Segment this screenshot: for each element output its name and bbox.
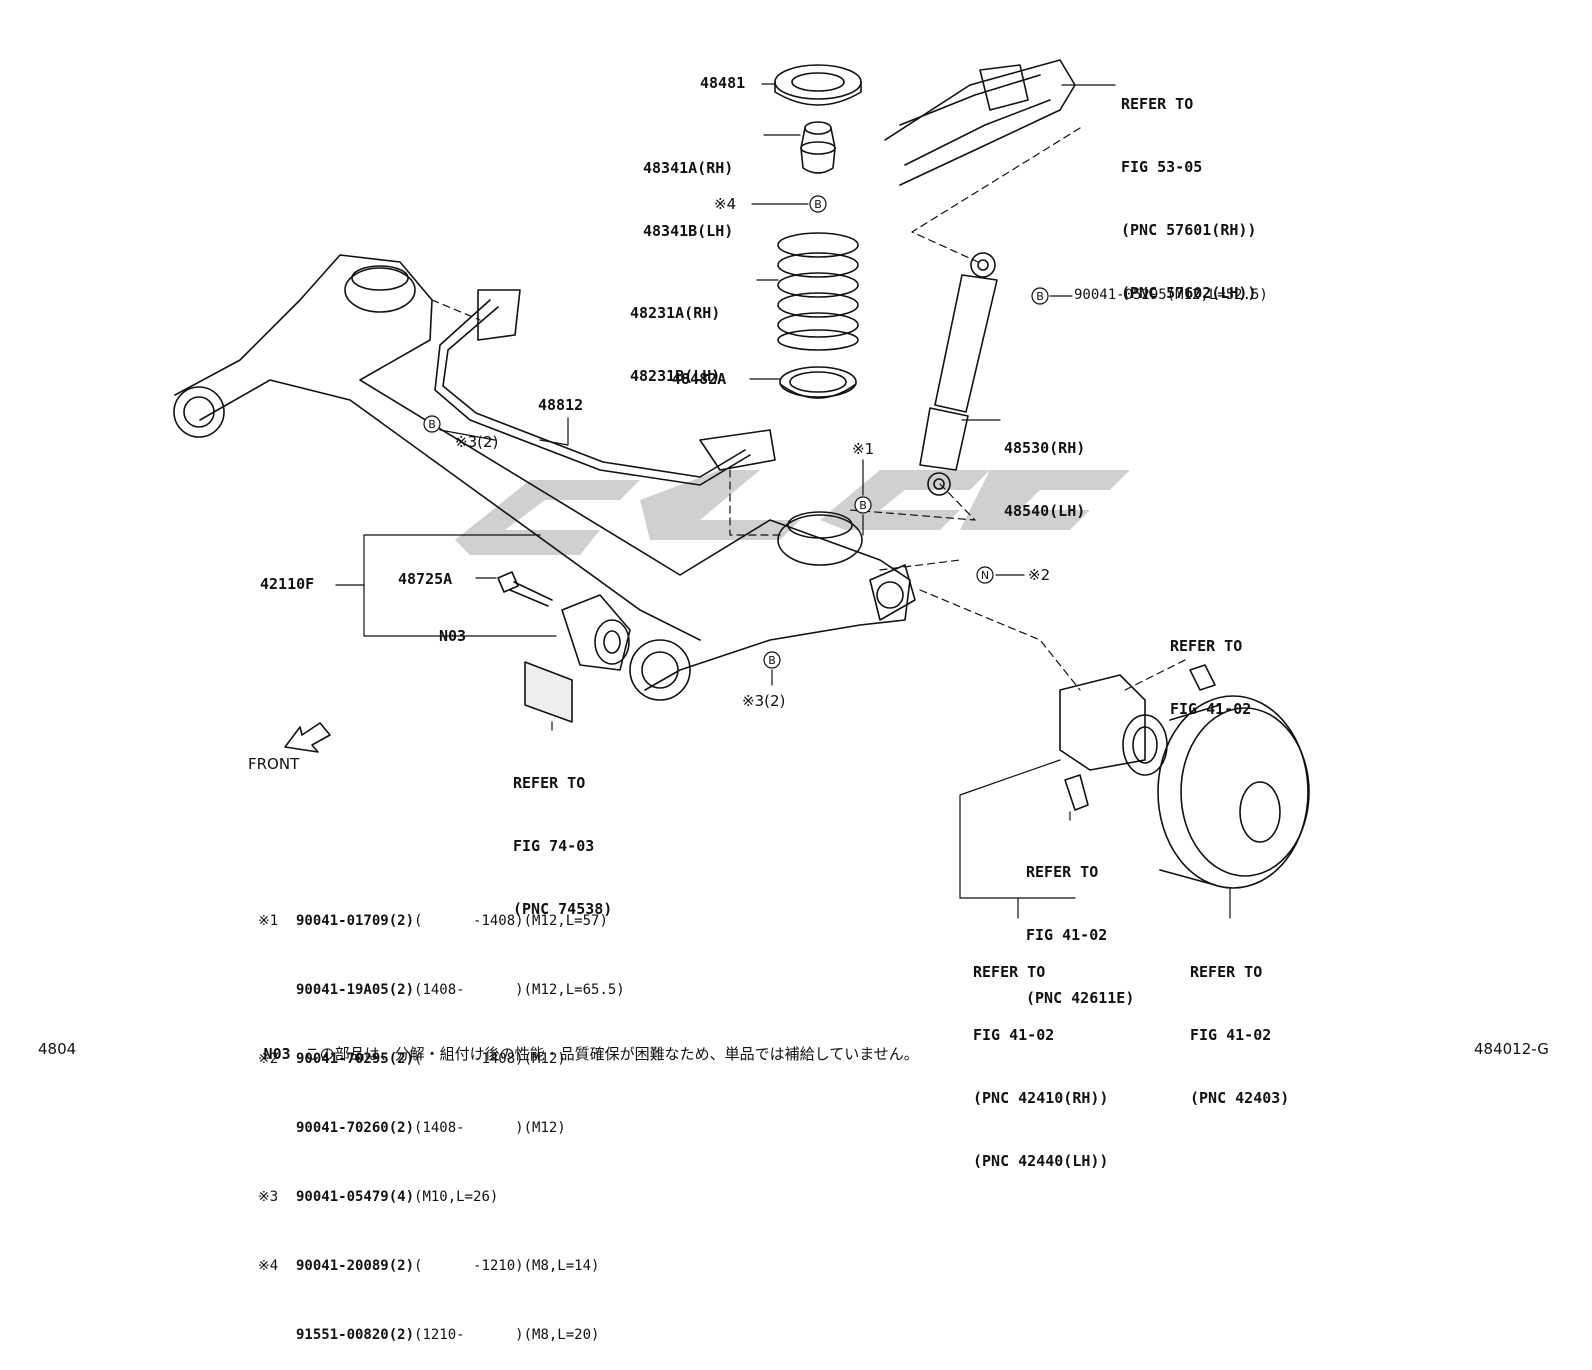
callout-b-3 [763,651,781,669]
note-row: 90041-19A05(2)(1408- )(M12,L=65.5) [296,982,625,998]
label-n03: N03 [439,627,467,645]
axle-beam [173,254,916,701]
label-48530-rh: 48530(RH) [1004,439,1086,457]
refer-fig74-l3: (PNC 74538) [513,900,613,918]
label-48341-rh: 48341A(RH) [643,159,734,177]
callout-b-1 [854,496,872,514]
coil-spring [777,232,859,351]
refer-fig41-top-l2: FIG 41-02 [1170,700,1252,718]
refer-fig41-bolt-l1: REFER TO [1026,863,1099,881]
refer-fig53-l1: REFER TO [1121,95,1194,113]
refer-fig41-drum-l2: FIG 41-02 [1190,1026,1272,1044]
n03-note: N03 この部品は、分解・組付け後の性能・品質確保が困難なため、単品では補給してい… [254,1025,919,1064]
callout-b-4-text: B [814,198,822,211]
callout-b-4 [809,195,827,213]
label-mark2: ※2 [1028,566,1051,584]
n03-code: N03 [263,1045,291,1063]
refer-fig41-bolt-l3: (PNC 42611E) [1026,989,1135,1007]
callout-b-3-text: B [768,654,776,667]
label-mark4: ※4 [714,195,737,213]
refer-fig41-hub: REFER TO FIG 41-02 (PNC 42410(RH)) (PNC … [973,920,1108,1193]
bump-stopper [800,121,836,174]
refer-fig41-hub-l4: (PNC 42440(LH)) [973,1152,1109,1170]
drum-bolt [1189,664,1216,691]
label-48231-lh: 48231B(LH) [630,367,721,385]
label-42110f: 42110F [260,575,315,593]
callout-n-2-text: N [981,569,989,582]
corner-right-code: 484012-G [1474,1040,1549,1058]
cover-plate [524,661,573,723]
bushing [561,594,631,671]
refer-fig41-top-l1: REFER TO [1170,637,1243,655]
label-48481: 48481 [700,74,746,92]
n03-text: この部品は、分解・組付け後の性能・品質確保が困難なため、単品では補給していません… [304,1045,919,1063]
refer-fig53: REFER TO FIG 53-05 (PNC 57601(RH)) (PNC … [1121,52,1256,325]
label-front: FRONT [248,755,300,773]
refer-fig41-hub-l1: REFER TO [973,963,1046,981]
label-48231: 48231A(RH) 48231B(LH) [630,261,720,408]
label-mark1: ※1 [852,440,875,458]
note-row: 90041-70260(2)(1408- )(M12) [296,1120,566,1136]
callout-circles [423,195,1049,669]
axle-hub [1059,674,1168,776]
label-48231-rh: 48231A(RH) [630,304,721,322]
lower-spring-seat [779,366,857,399]
refer-fig41-drum-l1: REFER TO [1190,963,1263,981]
hub-bolt [1064,774,1089,811]
dashed-lines [431,127,1186,691]
refer-fig41-top: REFER TO FIG 41-02 [1170,594,1251,741]
note-row: 91551-00820(2)(1210- )(M8,L=20) [296,1327,600,1343]
refer-fig74-l2: FIG 74-03 [513,837,595,855]
callout-b-stab-text: B [428,418,436,431]
label-48341: 48341A(RH) 48341B(LH) [643,116,733,263]
upper-spring-seat [774,64,862,106]
callout-n-2 [976,566,994,584]
label-48341-lh: 48341B(LH) [643,222,734,240]
body-frame [884,59,1076,186]
refer-fig53-l3: (PNC 57601(RH)) [1121,221,1257,239]
label-48725a: 48725A [398,570,453,588]
label-mark3-lower: ※3(2) [742,692,786,710]
leader-lines [335,83,1231,919]
callout-b-stab [423,415,441,433]
label-48540-lh: 48540(LH) [1004,502,1086,520]
refer-fig41-hub-l2: FIG 41-02 [973,1026,1055,1044]
refer-fig53-l4: (PNC 57602(LH)) [1121,284,1257,302]
brake-drum [1157,695,1310,889]
bolt-48725a [497,571,553,607]
callout-b-shock [1031,287,1049,305]
callout-b-shock-text: B [1036,290,1044,303]
callout-b-1-text: B [859,499,867,512]
refer-fig74: REFER TO FIG 74-03 (PNC 74538) [513,731,612,941]
label-48812: 48812 [538,396,584,414]
shock-absorber [919,252,998,496]
front-arrow [284,722,331,753]
label-bolt-b: 90041-05295(M12,L=52.5) [1074,287,1268,303]
refer-fig74-l1: REFER TO [513,774,586,792]
refer-fig41-bolt-l2: FIG 41-02 [1026,926,1108,944]
label-48482a: 48482A [672,370,727,388]
refer-fig53-l2: FIG 53-05 [1121,158,1203,176]
label-mark3-upper: ※3(2) [455,433,499,451]
stabilizer-bar [434,289,776,486]
label-48530: 48530(RH) 48540(LH) [1004,396,1085,543]
suspension-diagram: B B B B N B [173,59,1310,919]
refer-fig41-bolt: REFER TO FIG 41-02 (PNC 42611E) [1026,820,1134,1030]
corner-left-code: 4804 [38,1040,77,1058]
